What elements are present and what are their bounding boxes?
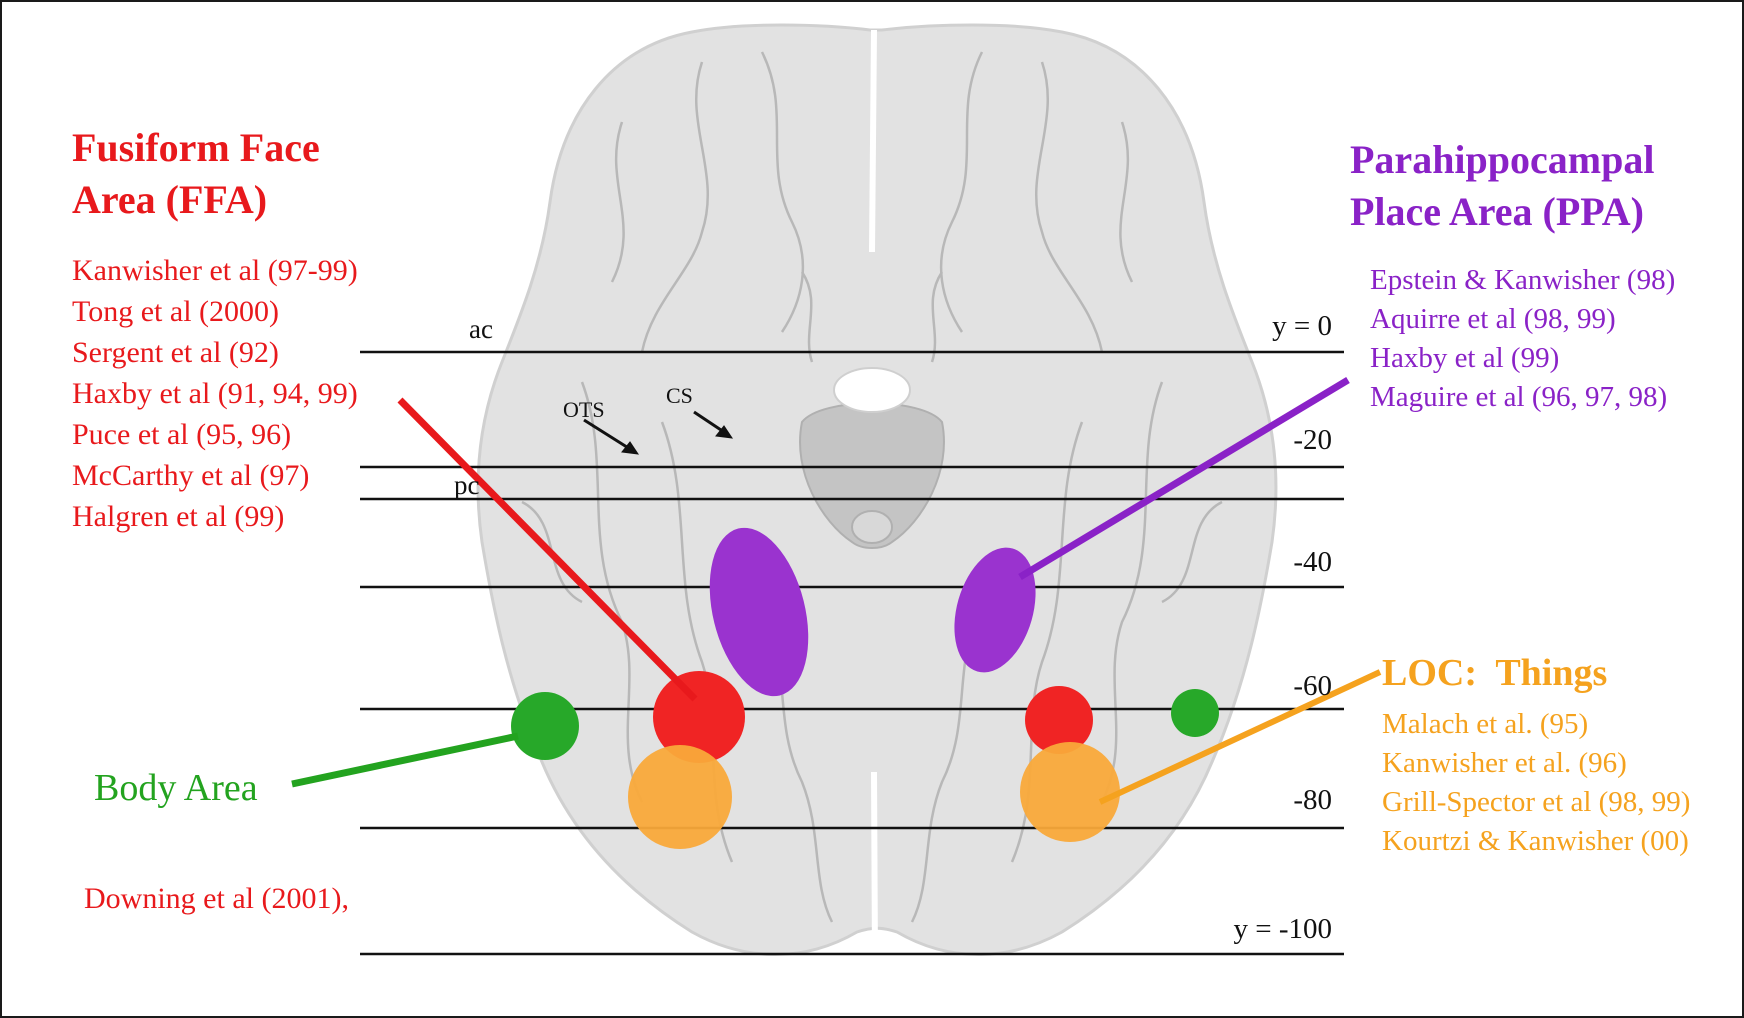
loc-title: LOC: Things xyxy=(1382,652,1608,694)
y-label-40: -40 xyxy=(1293,546,1332,578)
longitudinal-fissure xyxy=(869,29,878,963)
body-area-ref: Downing et al (2001), xyxy=(84,882,349,915)
y-label-0: y = 0 xyxy=(1272,310,1332,342)
body-left-blob xyxy=(511,692,579,760)
loc-right-blob xyxy=(1020,742,1120,842)
ffa-ref: Sergent et al (92) xyxy=(72,336,279,369)
ots-arrow xyxy=(583,418,631,451)
ffa-right-blob xyxy=(1025,686,1093,754)
ffa-connector xyxy=(397,397,698,702)
ppa-ref: Aquirre et al (98, 99) xyxy=(1370,303,1616,335)
loc-ref: Grill-Spector et al (98, 99) xyxy=(1382,786,1691,818)
ots-label: OTS xyxy=(563,397,605,422)
ppa-ref: Epstein & Kanwisher (98) xyxy=(1370,264,1676,296)
loc-ref: Malach et al. (95) xyxy=(1382,708,1589,740)
ffa-ref: Kanwisher et al (97-99) xyxy=(72,254,358,287)
ffa-ref: McCarthy et al (97) xyxy=(72,459,310,492)
ac-label: ac xyxy=(469,314,493,344)
ppa-refs: Epstein & Kanwisher (98) Aquirre et al (… xyxy=(1370,261,1675,417)
ppa-left-blob xyxy=(709,527,809,697)
ffa-title-line1: Fusiform Face xyxy=(72,125,320,170)
y-label-100: y = -100 xyxy=(1233,913,1332,945)
ppa-ref: Haxby et al (99) xyxy=(1370,342,1560,374)
body-area-title: Body Area xyxy=(94,767,258,809)
ffa-ref: Puce et al (95, 96) xyxy=(72,418,292,451)
ffa-title-line2: Area (FFA) xyxy=(72,177,268,222)
ppa-title-line2: Place Area (PPA) xyxy=(1350,189,1644,234)
ffa-ref: Haxby et al (91, 94, 99) xyxy=(72,377,358,410)
loc-connector xyxy=(1098,669,1382,805)
ppa-connector xyxy=(1018,376,1350,581)
cs-arrowhead xyxy=(715,425,734,439)
ffa-title: Fusiform Face Area (FFA) xyxy=(72,122,320,226)
loc-refs: Malach et al. (95) Kanwisher et al. (96)… xyxy=(1382,705,1690,861)
ppa-title: Parahippocampal Place Area (PPA) xyxy=(1350,134,1654,238)
y-label-20: -20 xyxy=(1293,424,1332,456)
ppa-title-line1: Parahippocampal xyxy=(1350,137,1655,182)
ffa-ref: Halgren et al (99) xyxy=(72,500,285,533)
ots-arrowhead xyxy=(621,441,640,455)
ppa-ref: Maguire et al (96, 97, 98) xyxy=(1370,381,1668,413)
landmark-arrows xyxy=(583,410,734,455)
ppa-right-blob xyxy=(954,547,1036,673)
ffa-ref: Tong et al (2000) xyxy=(72,295,280,328)
body-right-blob xyxy=(1171,689,1219,737)
cs-label: CS xyxy=(666,383,693,408)
cs-arrow xyxy=(693,410,725,434)
body-connector xyxy=(291,732,519,788)
y-label-60: -60 xyxy=(1293,670,1332,702)
ffa-refs: Kanwisher et al (97-99) Tong et al (2000… xyxy=(72,250,358,537)
pc-label: pc xyxy=(454,470,480,500)
ffa-left-blob xyxy=(653,671,745,763)
loc-ref: Kanwisher et al. (96) xyxy=(1382,747,1627,779)
loc-ref: Kourtzi & Kanwisher (00) xyxy=(1382,825,1689,857)
brainstem xyxy=(799,367,945,549)
loc-left-blob xyxy=(628,745,732,849)
y-label-80: -80 xyxy=(1293,784,1332,816)
